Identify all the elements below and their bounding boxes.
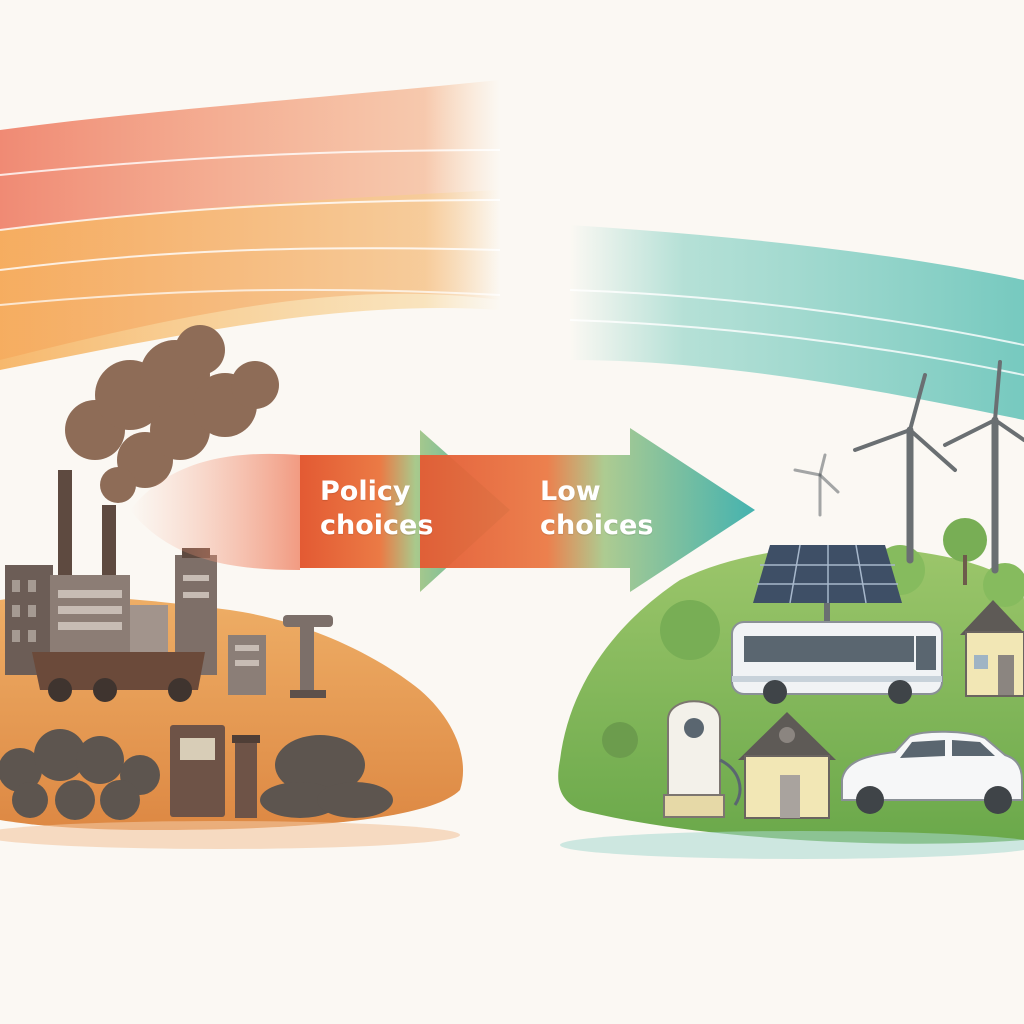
electric-car-icon bbox=[841, 730, 1023, 814]
arrow-tail bbox=[130, 453, 300, 570]
ev-charger-icon bbox=[663, 700, 742, 818]
policy-arrow bbox=[300, 428, 755, 592]
warm-wave-bands bbox=[0, 80, 501, 370]
smoke-cloud-icon bbox=[65, 325, 279, 503]
low-line-2: choices bbox=[540, 510, 654, 541]
house-icon bbox=[738, 600, 1024, 819]
oil-pump-icon bbox=[283, 615, 333, 698]
gas-pump-icon bbox=[170, 725, 260, 818]
low-choices-label: Low choices bbox=[540, 475, 710, 543]
cool-wave-bands bbox=[569, 225, 1024, 420]
wind-turbine-icon bbox=[793, 360, 1024, 574]
policy-line-1: Policy bbox=[320, 476, 411, 507]
coal-truck-icon bbox=[32, 652, 205, 702]
coal-pile-icon bbox=[0, 729, 393, 820]
policy-choices-label: Policy choices bbox=[320, 475, 490, 543]
low-line-1: Low bbox=[540, 476, 601, 507]
bus-icon bbox=[731, 621, 943, 704]
policy-line-2: choices bbox=[320, 510, 434, 541]
solar-panel-icon bbox=[753, 544, 902, 621]
